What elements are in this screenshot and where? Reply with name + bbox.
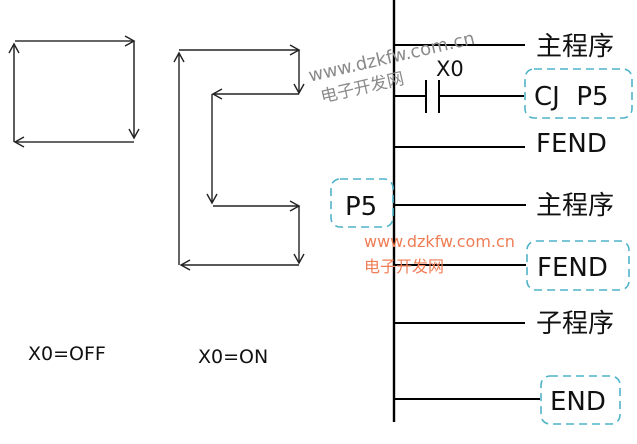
flow-on-caption: X0=ON [198,346,268,368]
fend-2-label: FEND [537,253,608,283]
flow-off-diagram [8,35,140,148]
fend-1-label: FEND [536,129,607,159]
rung-main-1-label: 主程序 [536,32,614,62]
contact-x0-label: X0 [436,57,464,81]
flow-off-caption: X0=OFF [28,343,106,365]
sub-program-label: 子程序 [536,309,614,339]
cj-instruction: CJ P5 [534,82,609,112]
watermark-mid-url: www.dzkfw.com.cn [364,232,515,251]
fend-2-dashed-box [526,240,630,291]
cj-dashed-box [524,68,633,119]
rung-main-2-label: 主程序 [536,191,614,221]
end-dashed-box [540,375,621,425]
p5-dashed-box [330,178,394,228]
watermark-mid-name: 电子开发网 [364,257,444,276]
pointer-p5-label: P5 [345,192,377,222]
end-label: END [550,387,606,417]
flow-on-diagram [173,44,305,271]
rung-cj: X0 CJ P5 [394,57,633,119]
